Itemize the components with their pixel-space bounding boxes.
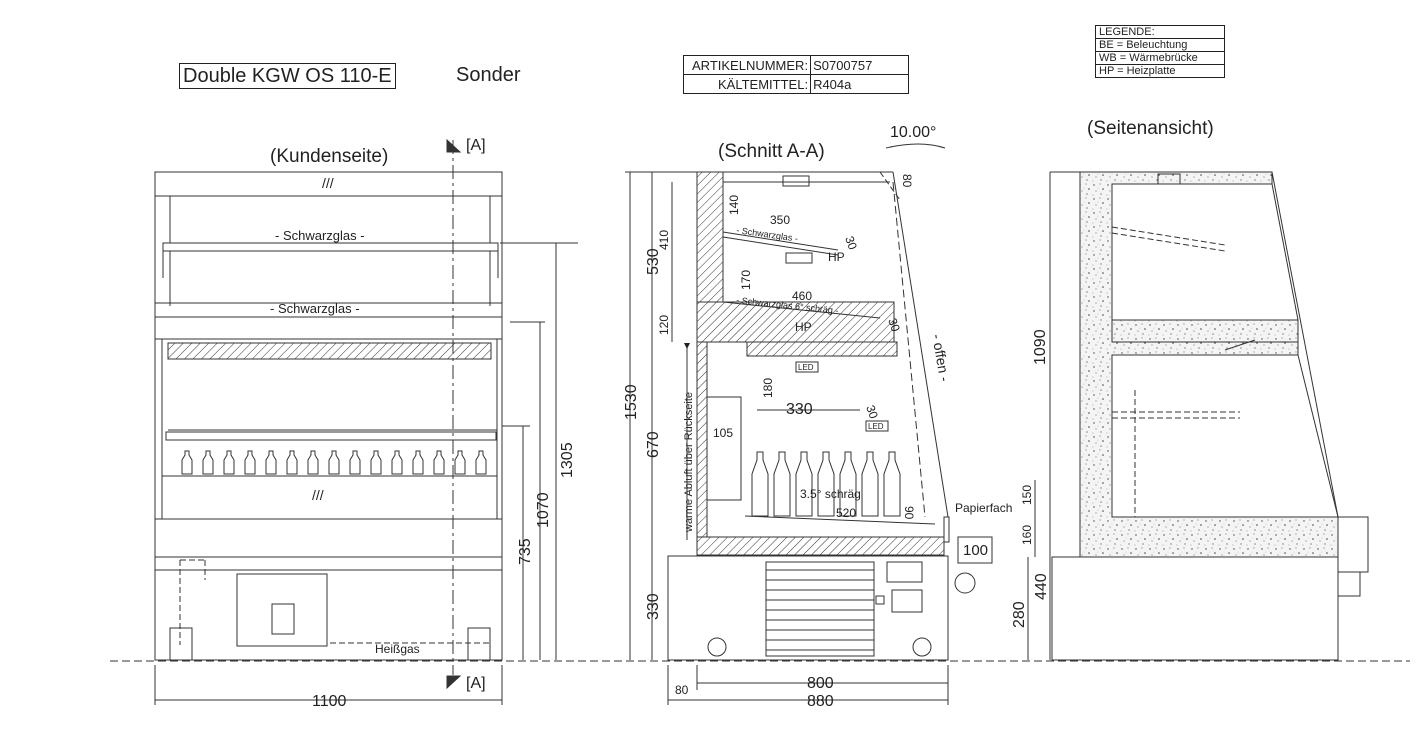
legend-item: BE = Beleuchtung — [1095, 38, 1225, 52]
front-view-title: (Kundenseite) — [270, 146, 388, 167]
front-dim-1070: 1070 — [535, 492, 552, 528]
section-dim-530: 530 — [645, 248, 662, 275]
section-dim-30a: 30 — [842, 234, 860, 252]
section-marker-bottom: [A] — [466, 675, 486, 692]
front-heatgas-label: Heißgas — [375, 642, 420, 656]
section-dim-30b: 30 — [885, 316, 903, 334]
article-row: ARTIKELNUMMER: S0700757 — [682, 55, 910, 75]
side-dim-160: 160 — [1020, 525, 1034, 545]
front-glass-lower-label: - Schwarzglas - — [270, 301, 360, 316]
section-dim-80top: 80 — [900, 174, 914, 188]
model-title-box: Double KGW OS 110-E — [179, 63, 396, 89]
front-view: (Kundenseite) - Schwarzglas - - Schwarzg… — [154, 137, 578, 710]
section-dim-520: 520 — [836, 506, 856, 520]
model-name: Double KGW OS 110-E — [183, 65, 392, 87]
section-dim-105: 105 — [713, 426, 733, 440]
side-dim-280: 280 — [1011, 601, 1028, 628]
front-dim-735: 735 — [517, 538, 534, 565]
model-suffix: Sonder — [456, 64, 521, 86]
section-hp-label-2: HP — [795, 320, 812, 334]
section-dim-80b: 80 — [675, 683, 689, 697]
section-dim-880: 880 — [807, 693, 834, 710]
section-dim-800: 800 — [807, 675, 834, 692]
section-dim-30c: 30 — [863, 403, 881, 421]
section-dim-90: 90 — [902, 506, 916, 520]
svg-text:///: /// — [322, 175, 334, 191]
section-dim-180: 180 — [761, 378, 775, 398]
legend-item: HP = Heizplatte — [1095, 64, 1225, 78]
side-dim-1090: 1090 — [1032, 329, 1049, 365]
section-dim-120: 120 — [657, 315, 671, 335]
section-dim-330b: 330 — [645, 593, 662, 620]
svg-text:///: /// — [312, 487, 324, 503]
front-dim-width: 1100 — [312, 693, 347, 710]
section-dim-350: 350 — [770, 213, 790, 227]
front-bottle-row — [181, 450, 487, 475]
section-dim-460: 460 — [792, 289, 812, 303]
section-paper-label: Papierfach — [955, 501, 1012, 515]
side-view: (Seitenansicht) 1090 150 160 440 280 — [1011, 118, 1369, 661]
section-air-label: warme Abluft über Rückseite — [683, 392, 695, 533]
front-dim-1305: 1305 — [559, 442, 576, 478]
section-dim-1530: 1530 — [623, 384, 640, 420]
section-view-title: (Schnitt A-A) — [718, 141, 825, 162]
section-marker-top: [A] — [466, 137, 486, 154]
section-open-label: - offen - — [929, 333, 953, 383]
section-dim-170: 170 — [739, 270, 753, 290]
article-table: ARTIKELNUMMER: S0700757 KÄLTEMITTEL: R40… — [682, 55, 910, 94]
legend-table: LEGENDE: BE = Beleuchtung WB = Wärmebrüc… — [1095, 25, 1225, 78]
section-slope-label: 3.5° schräg — [800, 487, 861, 501]
front-glass-upper-label: - Schwarzglas - — [275, 228, 365, 243]
section-dim-330: 330 — [786, 401, 813, 418]
article-row: KÄLTEMITTEL: R404a — [682, 74, 910, 94]
section-hp-label-1: HP — [828, 250, 845, 264]
section-angle-label: 10.00° — [890, 124, 936, 141]
section-dim-100: 100 — [963, 542, 988, 559]
section-led-label-1: LED — [798, 363, 814, 372]
side-dim-440: 440 — [1033, 573, 1050, 600]
side-view-title: (Seitenansicht) — [1087, 118, 1214, 139]
section-bottle-row — [751, 451, 901, 517]
side-dim-150: 150 — [1020, 485, 1034, 505]
section-view: (Schnitt A-A) 10.00° 350 - Schwarzglas -… — [623, 124, 1012, 710]
section-dim-140: 140 — [727, 195, 741, 215]
section-led-label-2: LED — [868, 422, 884, 431]
refrigerant-value: R404a — [810, 74, 910, 94]
section-dim-410: 410 — [657, 230, 671, 250]
section-dim-670: 670 — [645, 431, 662, 458]
